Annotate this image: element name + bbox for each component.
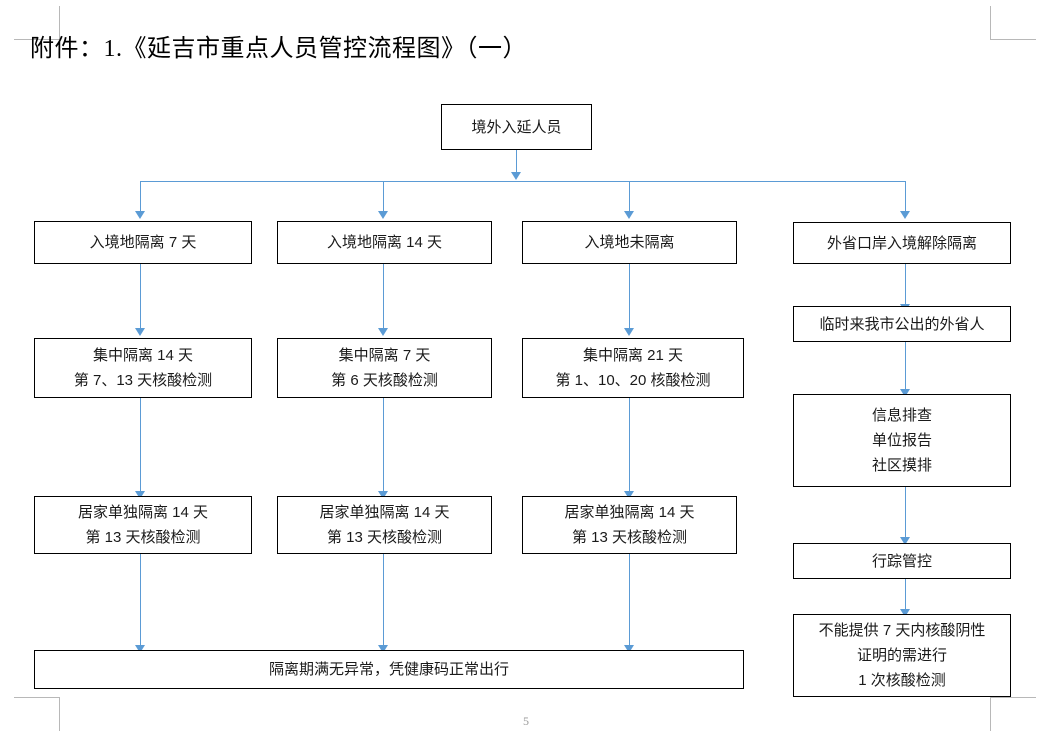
node-col-4-step-5-line-2: 证明的需进行 [856, 647, 947, 664]
connector-col-3-step-2-to-3 [629, 397, 630, 493]
page-number: 5 [523, 714, 529, 728]
arrow-col-1-step-1-to-2 [135, 328, 145, 336]
node-terminal-label: 隔离期满无异常，凭健康码正常出行 [268, 661, 509, 678]
margin-mark-top-left [14, 6, 60, 40]
node-col-4-step-5[interactable]: 不能提供 7 天内核酸阴性 证明的需进行 1 次核酸检测 [793, 614, 1011, 697]
node-col-3-step-3[interactable]: 居家单独隔离 14 天 第 13 天核酸检测 [522, 496, 737, 554]
node-col-1-step-1[interactable]: 入境地隔离 7 天 [34, 221, 252, 264]
arrow-root-stem [511, 172, 521, 180]
node-col-3-step-2[interactable]: 集中隔离 21 天 第 1、10、20 核酸检测 [522, 338, 744, 398]
node-col-4-step-3[interactable]: 信息排查 单位报告 社区摸排 [793, 394, 1011, 487]
node-col-1-step-3-line-1: 居家单独隔离 14 天 [77, 504, 209, 521]
connector-col-1-step-2-to-3 [140, 397, 141, 493]
node-terminal[interactable]: 隔离期满无异常，凭健康码正常出行 [34, 650, 744, 689]
connector-root-stem [516, 150, 517, 174]
connector-col-3-step-3-to-terminal [629, 553, 630, 647]
connector-drop-col-2 [383, 181, 384, 213]
node-col-1-step-2-line-2: 第 7、13 天核酸检测 [73, 372, 213, 389]
connector-drop-col-4 [905, 181, 906, 213]
node-col-4-step-2-line-1: 临时来我市公出的外省人 [819, 315, 985, 333]
node-col-4-step-4-line-1: 行踪管控 [871, 552, 932, 570]
node-col-4-step-5-line-1: 不能提供 7 天内核酸阴性 [818, 622, 986, 639]
node-root-label: 境外入延人员 [471, 118, 562, 136]
connector-col-1-step-3-to-terminal [140, 553, 141, 647]
node-col-4-step-2[interactable]: 临时来我市公出的外省人 [793, 306, 1011, 342]
arrow-col-3-step-1-to-2 [624, 328, 634, 336]
arrow-col-1-to-terminal [135, 645, 145, 653]
node-col-4-step-3-line-2: 单位报告 [871, 432, 932, 449]
node-col-1-step-1-line-1: 入境地隔离 7 天 [89, 234, 197, 251]
arrow-col-2-to-terminal [378, 645, 388, 653]
arrow-drop-col-4 [900, 211, 910, 219]
node-col-4-step-1-line-1: 外省口岸入境解除隔离 [826, 234, 977, 252]
connector-drop-col-3 [629, 181, 630, 213]
node-col-2-step-3-line-1: 居家单独隔离 14 天 [319, 504, 450, 521]
node-col-2-step-1-line-1: 入境地隔离 14 天 [326, 234, 443, 251]
page-title: 附件：1.《延吉市重点人员管控流程图》（一） [30, 36, 527, 62]
arrow-col-3-step-2-to-3 [624, 491, 634, 499]
node-col-2-step-2[interactable]: 集中隔离 7 天 第 6 天核酸检测 [277, 338, 492, 398]
margin-mark-top-right [990, 6, 1036, 40]
node-col-4-step-3-line-3: 社区摸排 [871, 457, 932, 474]
node-col-4-step-4[interactable]: 行踪管控 [793, 543, 1011, 579]
node-col-3-step-1[interactable]: 入境地未隔离 [522, 221, 737, 264]
connector-distribution-bar [140, 181, 906, 182]
margin-mark-bottom-right [990, 697, 1036, 731]
connector-col-4-step-2-to-3 [905, 341, 906, 391]
arrow-col-1-step-2-to-3 [135, 491, 145, 499]
arrow-col-2-step-1-to-2 [378, 328, 388, 336]
node-col-3-step-2-line-2: 第 1、10、20 核酸检测 [555, 372, 711, 389]
node-col-2-step-3-line-2: 第 13 天核酸检测 [326, 529, 443, 546]
connector-col-4-step-1-to-2 [905, 264, 906, 306]
arrow-col-4-step-3-to-4 [900, 537, 910, 545]
arrow-col-2-step-2-to-3 [378, 491, 388, 499]
arrow-col-4-step-2-to-3 [900, 389, 910, 397]
arrow-col-4-step-4-to-5 [900, 609, 910, 617]
node-col-1-step-3-line-2: 第 13 天核酸检测 [85, 529, 201, 546]
arrow-drop-col-3 [624, 211, 634, 219]
node-col-2-step-1[interactable]: 入境地隔离 14 天 [277, 221, 492, 264]
node-col-2-step-3[interactable]: 居家单独隔离 14 天 第 13 天核酸检测 [277, 496, 492, 554]
connector-col-2-step-1-to-2 [383, 264, 384, 330]
node-col-4-step-5-line-3: 1 次核酸检测 [858, 672, 946, 689]
node-col-4-step-3-line-1: 信息排查 [871, 407, 932, 424]
node-col-3-step-3-line-2: 第 13 天核酸检测 [571, 529, 688, 546]
connector-col-2-step-2-to-3 [383, 397, 384, 493]
node-col-3-step-1-line-1: 入境地未隔离 [584, 234, 675, 251]
connector-col-2-step-3-to-terminal [383, 553, 384, 647]
node-col-1-step-3[interactable]: 居家单独隔离 14 天 第 13 天核酸检测 [34, 496, 252, 554]
connector-col-1-step-1-to-2 [140, 264, 141, 330]
node-col-4-step-1[interactable]: 外省口岸入境解除隔离 [793, 222, 1011, 264]
connector-col-3-step-1-to-2 [629, 264, 630, 330]
connector-drop-col-1 [140, 181, 141, 213]
node-col-3-step-2-line-1: 集中隔离 21 天 [582, 347, 684, 364]
node-col-1-step-2-line-1: 集中隔离 14 天 [92, 347, 194, 364]
arrow-col-3-to-terminal [624, 645, 634, 653]
connector-col-4-step-3-to-4 [905, 487, 906, 539]
margin-mark-bottom-left [14, 697, 60, 731]
node-col-2-step-2-line-2: 第 6 天核酸检测 [331, 372, 438, 389]
node-col-1-step-2[interactable]: 集中隔离 14 天 第 7、13 天核酸检测 [34, 338, 252, 398]
connector-col-4-step-4-to-5 [905, 579, 906, 611]
node-col-2-step-2-line-1: 集中隔离 7 天 [338, 347, 431, 364]
node-root[interactable]: 境外入延人员 [441, 104, 592, 150]
arrow-drop-col-1 [135, 211, 145, 219]
arrow-drop-col-2 [378, 211, 388, 219]
node-col-3-step-3-line-1: 居家单独隔离 14 天 [564, 504, 695, 521]
